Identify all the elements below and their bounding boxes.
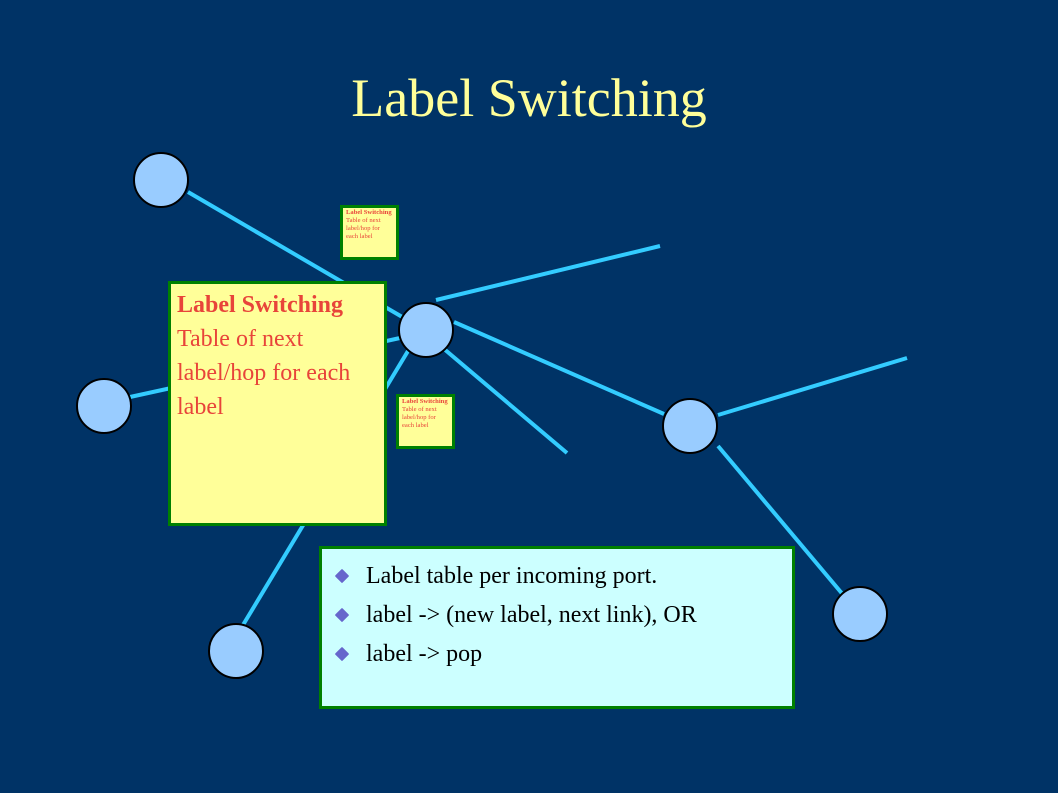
diamond-bullet-icon — [334, 646, 350, 662]
node-left — [76, 378, 132, 434]
node-top-left — [133, 152, 189, 208]
bullet-box: Label table per incoming port. label -> … — [319, 546, 795, 709]
label-table-heading: Label Switching — [177, 292, 344, 318]
bullet-text: label -> pop — [366, 641, 483, 667]
link-right-node-far-right — [717, 356, 908, 417]
slide-title: Label Switching — [351, 68, 707, 128]
label-table-small-top-heading: Label Switching — [346, 209, 392, 216]
node-right — [662, 398, 718, 454]
bullet-item: Label table per incoming port. — [334, 557, 782, 596]
label-table-small-top: Label Switching Table of next label/hop … — [340, 205, 399, 260]
bullet-text: Label table per incoming port. — [366, 563, 658, 589]
label-table-body: Table of next label/hop for each label — [177, 326, 351, 420]
bullet-item: label -> (new label, next link), OR — [334, 596, 782, 635]
node-center — [398, 302, 454, 358]
label-table-small-top-body: Table of next label/hop for each label — [346, 217, 381, 240]
bullet-text: label -> (new label, next link), OR — [366, 602, 697, 628]
label-table-small-bottom-body: Table of next label/hop for each label — [402, 406, 437, 429]
diamond-bullet-icon — [334, 568, 350, 584]
link-center-right-node — [453, 320, 665, 416]
link-right-node-bottom-right — [716, 444, 852, 605]
bullet-item: label -> pop — [334, 635, 782, 674]
label-table-small-bottom: Label Switching Table of next label/hop … — [396, 394, 455, 449]
link-center-down-right — [435, 341, 569, 455]
diamond-bullet-icon — [334, 607, 350, 623]
node-bottom-left — [208, 623, 264, 679]
label-table-small-bottom-heading: Label Switching — [402, 398, 448, 405]
label-table: Label Switching Table of next label/hop … — [168, 281, 387, 526]
node-bottom-right — [832, 586, 888, 642]
link-center-up-right — [435, 244, 661, 302]
